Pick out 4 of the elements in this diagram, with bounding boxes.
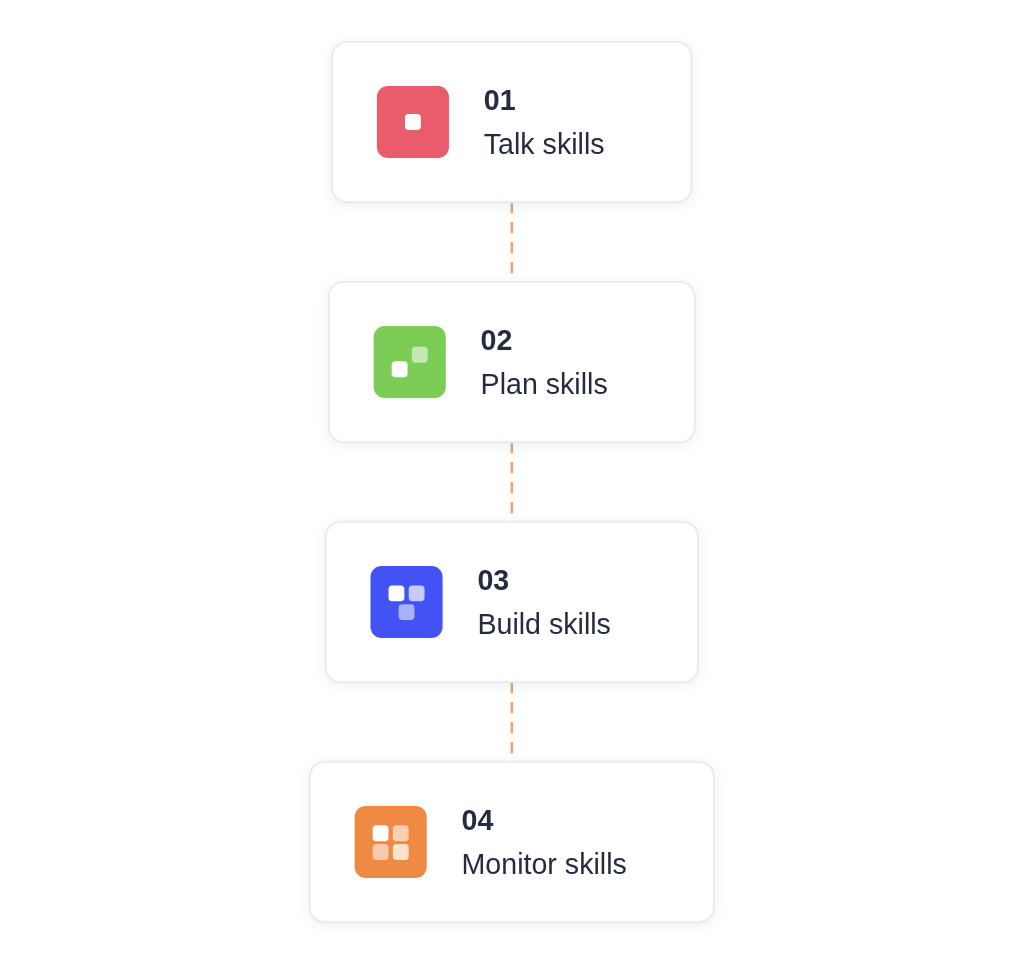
node-box: 04 Monitor skills (309, 760, 715, 923)
node-box: 01 Talk skills (331, 40, 693, 203)
node-box: 02 Plan skills (328, 280, 696, 443)
node-box: 03 Build skills (324, 520, 700, 683)
